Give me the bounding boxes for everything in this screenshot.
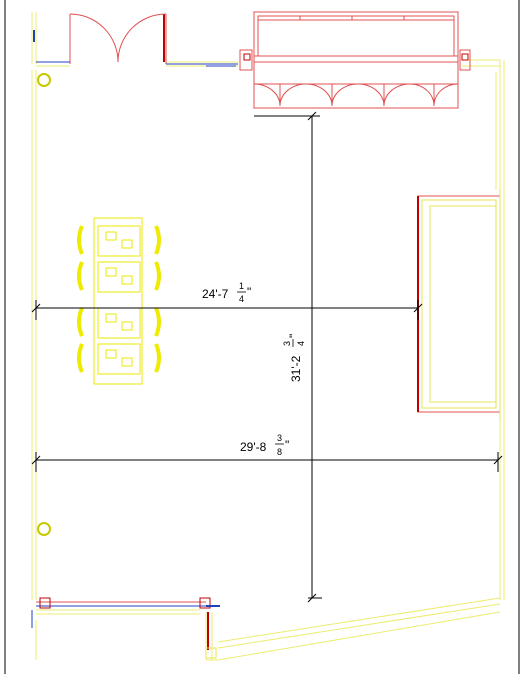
dim-c-main: 31'-2 bbox=[289, 355, 303, 382]
column-circle-bottom bbox=[37, 522, 51, 536]
bottom-left-window bbox=[31, 597, 220, 659]
columns bbox=[37, 73, 51, 536]
table-set-3 bbox=[77, 307, 161, 339]
folding-door-unit bbox=[239, 11, 471, 109]
column-circle-top bbox=[37, 73, 51, 87]
dim-a-num: 1 bbox=[239, 281, 244, 291]
dimension-label-29ft: 29'-8 3 8 " bbox=[240, 433, 289, 457]
table-set-1 bbox=[77, 225, 161, 257]
dim-b-den: 8 bbox=[277, 447, 282, 457]
top-left-window bbox=[166, 63, 238, 67]
dim-a-suffix: " bbox=[247, 285, 251, 299]
double-door-top-left bbox=[33, 13, 167, 64]
service-counter bbox=[417, 190, 501, 420]
dim-a-den: 4 bbox=[239, 294, 244, 304]
dim-c-suffix: " bbox=[287, 334, 301, 338]
dimension-label-31ft: 31'-2 3 4 " bbox=[282, 334, 306, 382]
sheet-border bbox=[4, 0, 520, 674]
dim-c-den: 4 bbox=[296, 341, 306, 346]
dim-c-num: 3 bbox=[282, 341, 292, 346]
dim-b-num: 3 bbox=[277, 433, 282, 443]
dim-a-main: 24'-7 bbox=[202, 287, 229, 301]
table-set-2 bbox=[77, 261, 161, 293]
dimension-label-24ft: 24'-7 1 4 " bbox=[202, 281, 251, 304]
furniture-group bbox=[77, 217, 161, 385]
dimension-lines bbox=[31, 111, 503, 603]
dim-b-main: 29'-8 bbox=[240, 440, 267, 454]
walls bbox=[31, 12, 505, 661]
table-set-4 bbox=[77, 343, 161, 375]
table-outline bbox=[93, 217, 143, 385]
dim-b-suffix: " bbox=[285, 438, 289, 452]
